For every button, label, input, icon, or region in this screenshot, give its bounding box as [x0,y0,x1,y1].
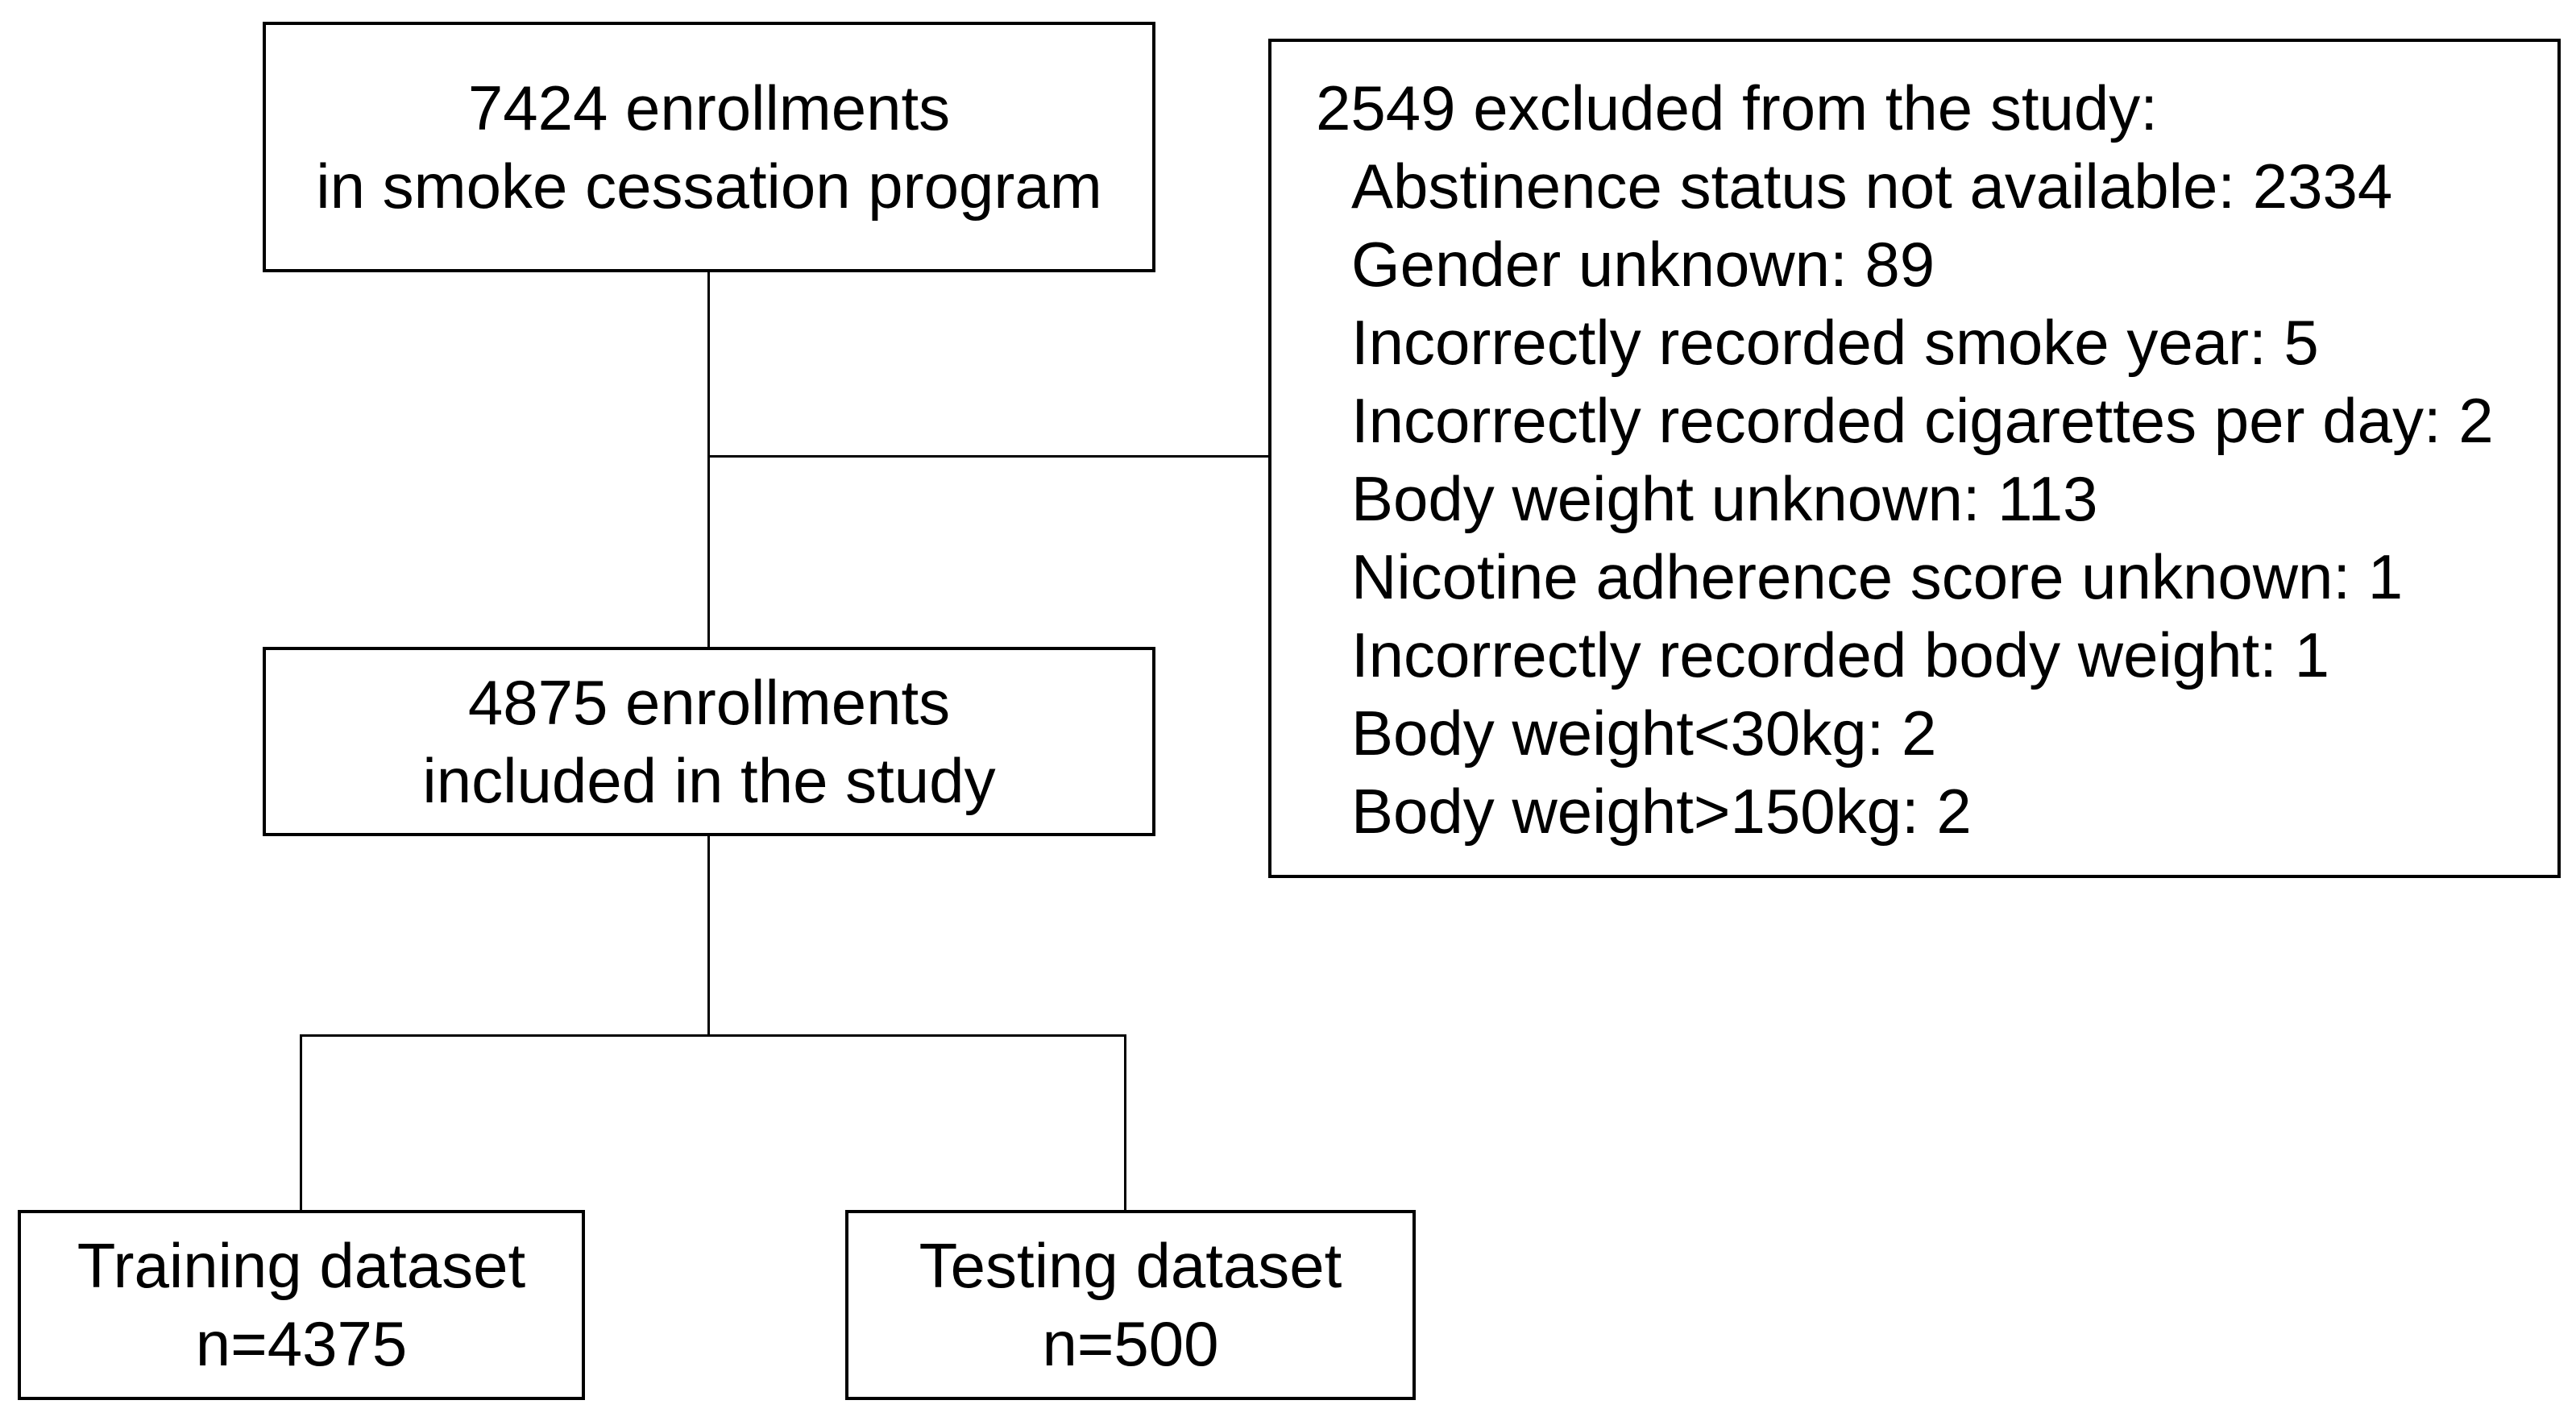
training-line-1: Training dataset [77,1230,526,1301]
enrollments-box: 7424 enrollments in smoke cessation prog… [263,22,1155,272]
excluded-item: Body weight<30kg: 2 [1351,698,1937,768]
excluded-title: 2549 excluded from the study: [1316,72,2158,143]
connector-branch-right-drop [1124,1037,1126,1210]
testing-line-1: Testing dataset [919,1230,1342,1301]
excluded-box: 2549 excluded from the study: Abstinence… [1268,39,2561,878]
testing-dataset-box: Testing dataset n=500 [845,1210,1416,1400]
connector-included-to-branch [707,836,710,1035]
included-line-1: 4875 enrollments [467,666,951,738]
connector-branch-left-drop [300,1037,302,1210]
included-box: 4875 enrollments included in the study [263,647,1155,836]
excluded-item: Incorrectly recorded smoke year: 5 [1351,307,2319,378]
included-line-2: included in the study [422,744,996,816]
connector-to-excluded [710,455,1268,458]
excluded-item: Body weight unknown: 113 [1351,463,2098,534]
excluded-item: Body weight>150kg: 2 [1351,776,1972,847]
enrollments-line-1: 7424 enrollments [467,72,951,143]
excluded-item: Incorrectly recorded cigarettes per day:… [1351,385,2494,456]
training-line-2: n=4375 [195,1308,408,1379]
testing-line-2: n=500 [1042,1308,1219,1379]
connector-branch-horizontal [300,1034,1126,1037]
excluded-item: Incorrectly recorded body weight: 1 [1351,619,2329,690]
enrollments-line-2: in smoke cessation program [316,150,1102,222]
excluded-item: Nicotine adherence score unknown: 1 [1351,541,2404,612]
excluded-item: Gender unknown: 89 [1351,229,1935,300]
connector-top-to-included [707,272,710,647]
excluded-item: Abstinence status not available: 2334 [1351,151,2393,222]
training-dataset-box: Training dataset n=4375 [18,1210,585,1400]
